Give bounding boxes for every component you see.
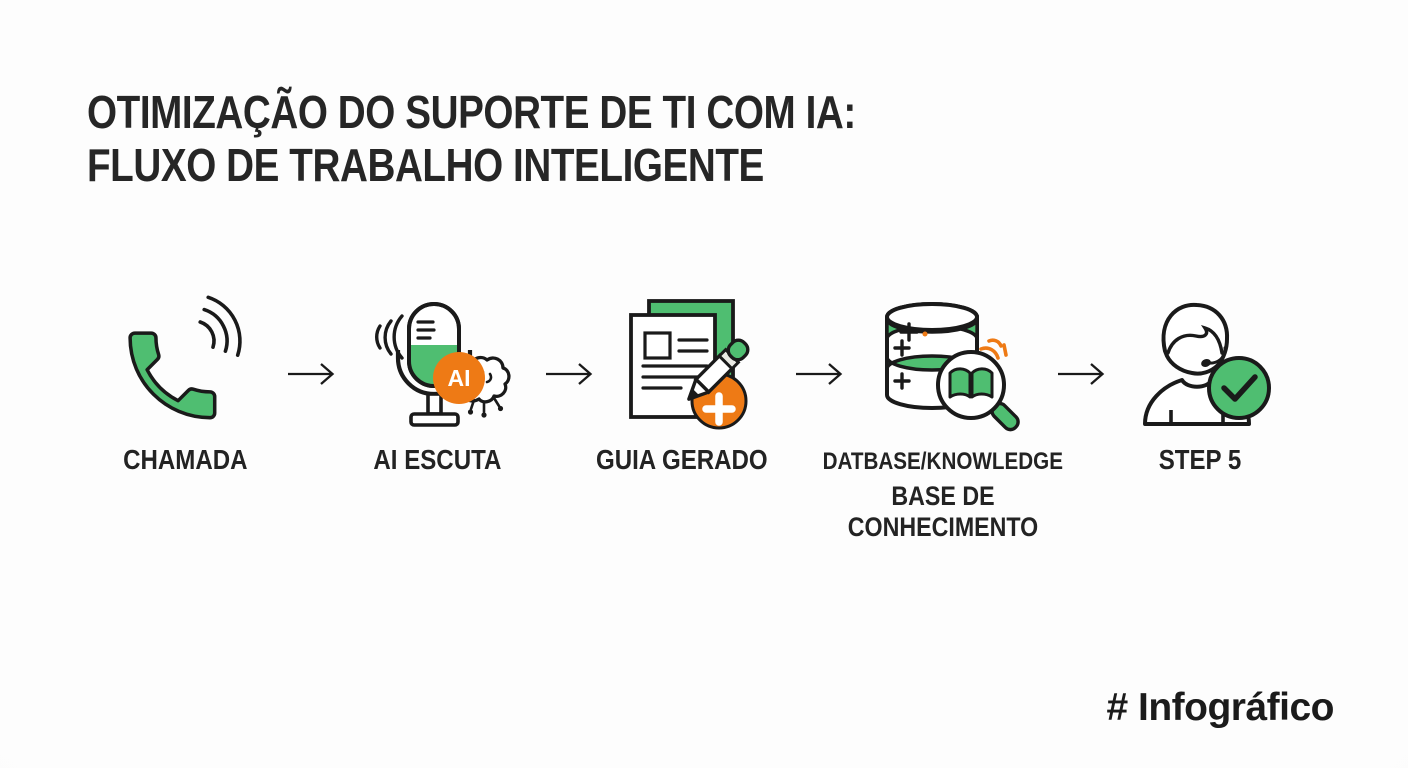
phone-call-icon bbox=[110, 294, 260, 436]
step-label-knowledge: DATBASE/KNOWLEDGE bbox=[822, 448, 1064, 475]
pencil-icon bbox=[687, 338, 750, 401]
flow-arrow-icon bbox=[793, 359, 847, 394]
support-agent-check-icon bbox=[1125, 294, 1275, 436]
hashtag-label: # Infográfico bbox=[1106, 686, 1334, 729]
step-knowledge-base: DATBASE/KNOWLEDGE BASE DE CONHECIMENTO bbox=[823, 294, 1063, 543]
title-line-1: OTIMIZAÇÃO DO SUPORTE DE TI COM IA: bbox=[87, 86, 856, 138]
sparkle-accent bbox=[979, 337, 1008, 360]
title-line-2: FLUXO DE TRABALHO INTELIGENTE bbox=[87, 139, 764, 192]
flow-arrow-icon bbox=[543, 359, 597, 394]
step-5: STEP 5 bbox=[1080, 294, 1320, 476]
headset-mic bbox=[1201, 359, 1211, 367]
flow-arrow-icon bbox=[1055, 359, 1109, 394]
hair-fringe bbox=[1166, 325, 1224, 355]
check-circle-icon bbox=[1207, 356, 1271, 420]
microphone-ai-brain-icon: AI bbox=[362, 294, 512, 436]
plus-markers bbox=[893, 321, 919, 390]
page-title: OTIMIZAÇÃO DO SUPORTE DE TI COM IA: FLUX… bbox=[87, 86, 856, 193]
step-sublabel-knowledge: BASE DE CONHECIMENTO bbox=[847, 481, 1039, 543]
step-ai-escuta: AI AI ESCUTA bbox=[317, 294, 557, 476]
sound-waves-icon bbox=[198, 295, 242, 357]
ai-badge-label: AI bbox=[448, 365, 471, 391]
mic-grill-lines bbox=[416, 320, 436, 340]
step-label-step5: STEP 5 bbox=[1158, 444, 1242, 475]
flow-arrow-icon bbox=[285, 359, 339, 394]
database-search-book-icon bbox=[863, 294, 1023, 436]
magnifier-book-icon bbox=[936, 349, 1020, 431]
plus-icon bbox=[702, 391, 736, 426]
step-label-ai-escuta: AI ESCUTA bbox=[372, 444, 501, 475]
step-chamada: CHAMADA bbox=[65, 294, 305, 476]
document-pencil-add-icon bbox=[607, 294, 757, 436]
step-label-chamada: CHAMADA bbox=[122, 444, 248, 475]
ai-badge: AI bbox=[433, 352, 485, 404]
step-guia-gerado: GUIA GERADO bbox=[562, 294, 802, 476]
step-label-guia-gerado: GUIA GERADO bbox=[596, 444, 768, 475]
